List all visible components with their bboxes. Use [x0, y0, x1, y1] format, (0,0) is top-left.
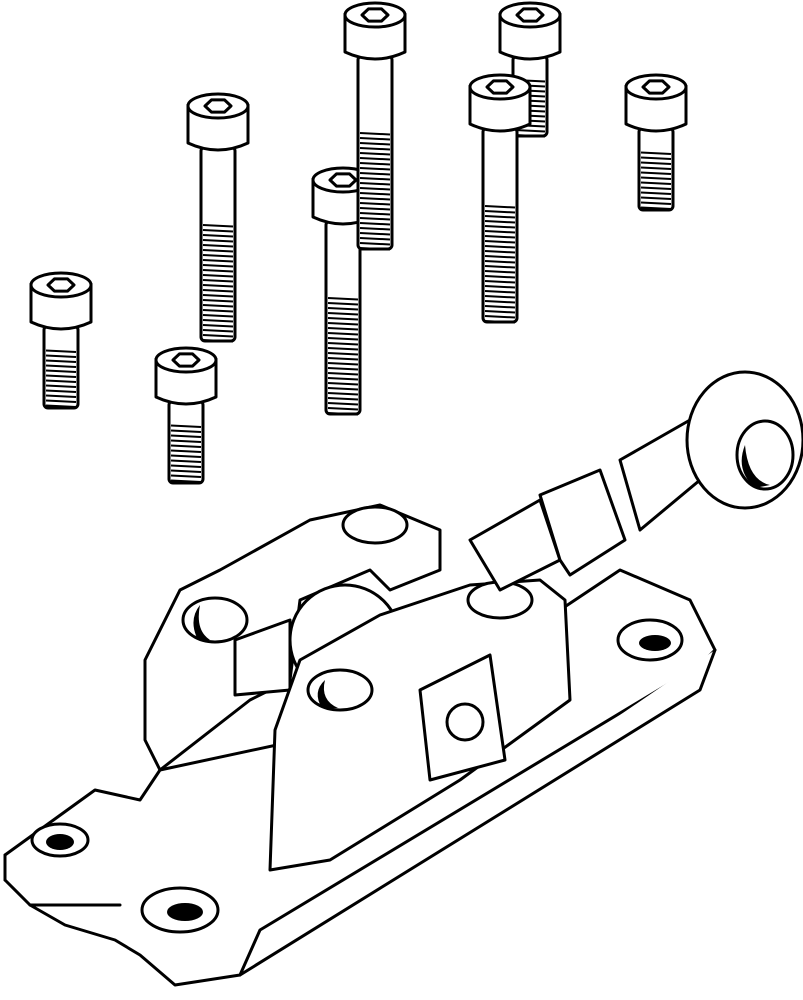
- bearing-block-right: [268, 578, 572, 872]
- screw-set: [29, 1, 688, 485]
- hex-socket-icon: [485, 79, 515, 95]
- hex-socket-icon: [203, 98, 233, 114]
- hex-socket-icon: [515, 7, 545, 23]
- hex-socket-icon: [46, 277, 76, 293]
- cap-screw: [624, 73, 688, 212]
- cap-screw: [468, 73, 532, 324]
- hex-socket-icon: [328, 172, 358, 188]
- hex-socket-icon: [360, 7, 390, 23]
- mounting-assembly: [3, 370, 803, 987]
- cap-screw: [154, 346, 218, 485]
- cap-screw: [343, 1, 407, 251]
- cap-screw: [186, 92, 250, 343]
- cap-screw: [29, 271, 93, 410]
- hex-socket-icon: [641, 79, 671, 95]
- retaining-clip: [418, 653, 507, 782]
- hex-socket-icon: [171, 352, 201, 368]
- rod-eye: [468, 370, 803, 592]
